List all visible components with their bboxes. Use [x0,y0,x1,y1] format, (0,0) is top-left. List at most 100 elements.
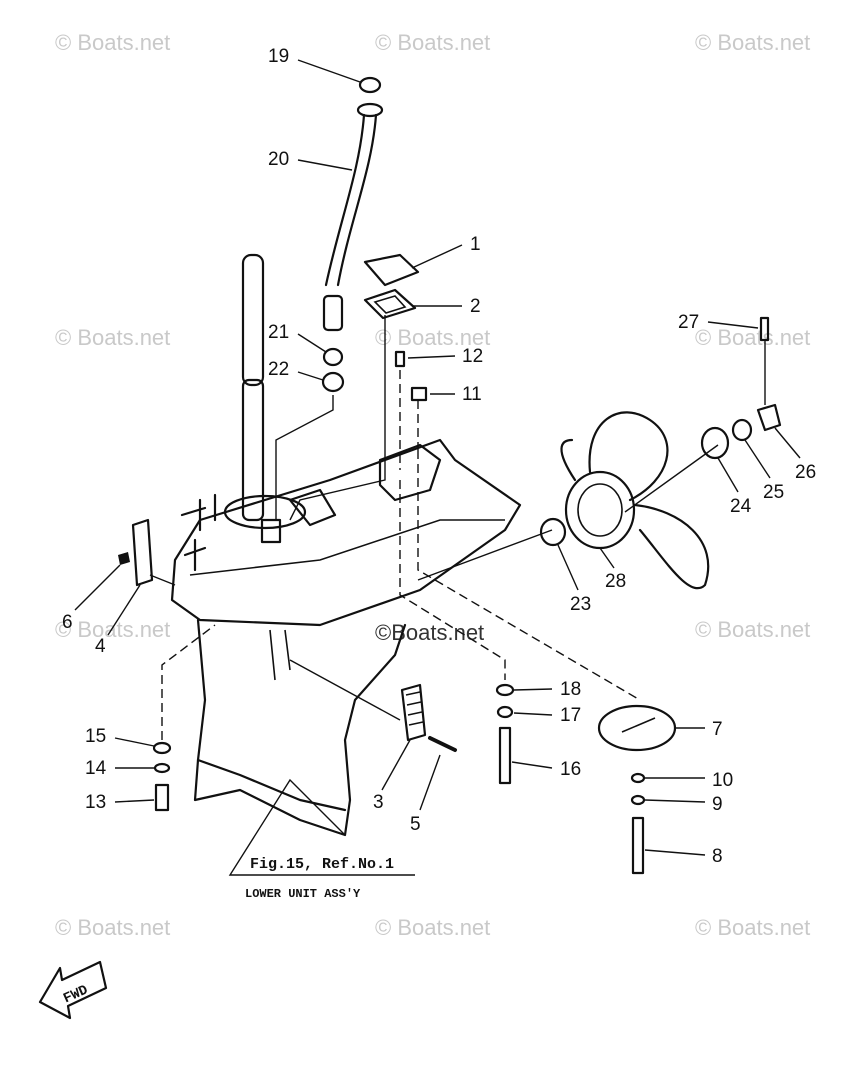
driveshaft-lower [241,378,265,522]
leader-3-housing [289,659,401,721]
callout-22: 22 [268,359,289,380]
gasket-2-inner [373,295,407,314]
lower-unit-housing [170,253,522,837]
callout-27: 27 [678,312,699,333]
gasket-2 [363,288,417,320]
water-tube-assembly [275,76,384,520]
mount-studs [180,493,217,532]
callout-19: 19 [268,46,289,67]
callout-4: 4 [95,636,106,657]
anode-3-ribs [405,691,424,726]
gearcase-body [193,618,407,837]
bolt-8 [631,816,645,875]
watermark: © Boats.net [695,30,810,55]
callouts: 1 2 3 4 5 6 7 8 9 10 11 12 13 14 15 16 1… [62,46,816,867]
propeller-blade-left [560,438,577,482]
callout-6: 6 [62,612,73,633]
callout-21: 21 [268,322,289,343]
water-pump-neck [260,518,282,544]
cover-1 [363,253,420,287]
propeller-hub-inner [577,483,623,537]
grommet-19 [358,76,382,94]
center-watermark: ©Boats.net [375,620,484,645]
callout-3: 3 [373,792,384,813]
callout-26: 26 [795,462,816,483]
gearcase-skeg-edge [196,758,347,812]
propeller-blade-top [588,411,669,502]
tube-seal [356,102,384,118]
watermark: © Boats.net [55,325,170,350]
watermark: © Boats.net [55,617,170,642]
nut-11 [410,386,428,402]
caption-ref: Fig.15, Ref.No.1 [250,856,394,873]
anode-3 [400,683,427,742]
bolt-5 [428,736,457,752]
watermark: © Boats.net [55,915,170,940]
leader-4-housing [149,574,176,586]
leader-7-housing [417,450,641,701]
leader-23-shaft [417,529,553,581]
callout-8: 8 [712,846,723,867]
fwd-arrow-icon [38,960,108,1020]
tube-sleeve [322,294,344,332]
watermark: © Boats.net [55,30,170,55]
cotter-pin-27 [759,316,770,342]
callout-14: 14 [85,758,107,779]
upper-small-parts [289,253,428,521]
center-fasteners [399,480,515,785]
leader-2-housing [289,315,386,521]
callout-1: 1 [470,234,481,255]
watermark: © Boats.net [375,325,490,350]
shift-parts-dash [399,370,419,470]
watermarks: © Boats.net © Boats.net © Boats.net © Bo… [55,30,810,940]
cover-7 [597,704,677,752]
mount-studs-lower [183,538,207,572]
callout-7: 7 [712,719,723,740]
driveshaft-upper [241,253,265,387]
anode-slot [269,629,291,681]
callout-10: 10 [712,770,733,791]
grommet-21 [322,347,344,367]
callout-23: 23 [570,594,591,615]
watermark: © Boats.net [375,30,490,55]
washer-24 [700,426,730,460]
callout-2: 2 [470,296,481,317]
callout-5: 5 [410,814,421,835]
callout-17: 17 [560,705,581,726]
callout-9: 9 [712,794,723,815]
washer-18 [495,683,515,697]
shift-rod-boss [378,443,442,502]
anode-3-area [289,659,457,752]
cover-7-area [417,450,677,875]
trim-tab-area [118,518,176,587]
callout-11: 11 [462,384,482,405]
washer-10 [630,772,646,784]
washer-15 [152,741,172,755]
callout-15: 15 [85,726,106,747]
water-tube-20 [324,113,378,287]
leader-15-housing [161,624,216,740]
callout-18: 18 [560,679,581,700]
washer-17 [496,705,514,719]
cover-7-detail [621,717,656,733]
spacer-23 [539,517,567,547]
water-tube-grommet-seat [288,488,337,527]
grommet-22 [321,371,345,393]
nut-26 [756,403,782,432]
water-pump-base [223,494,307,530]
washer-25 [731,418,753,442]
washer-9 [630,794,646,806]
housing-top-plate [170,438,522,627]
leader-22-housing [275,395,334,520]
leader-propeller-shaft [624,444,719,513]
callout-16: 16 [560,759,581,780]
washer-14 [153,762,171,774]
propeller-assembly [417,316,782,590]
caption-leader [228,778,415,876]
caption: Fig.15, Ref.No.1 LOWER UNIT ASS'Y [228,778,415,901]
watermark: © Boats.net [375,915,490,940]
housing-plate-edge [189,519,505,576]
anode-4 [131,518,154,587]
left-fasteners [152,624,216,812]
